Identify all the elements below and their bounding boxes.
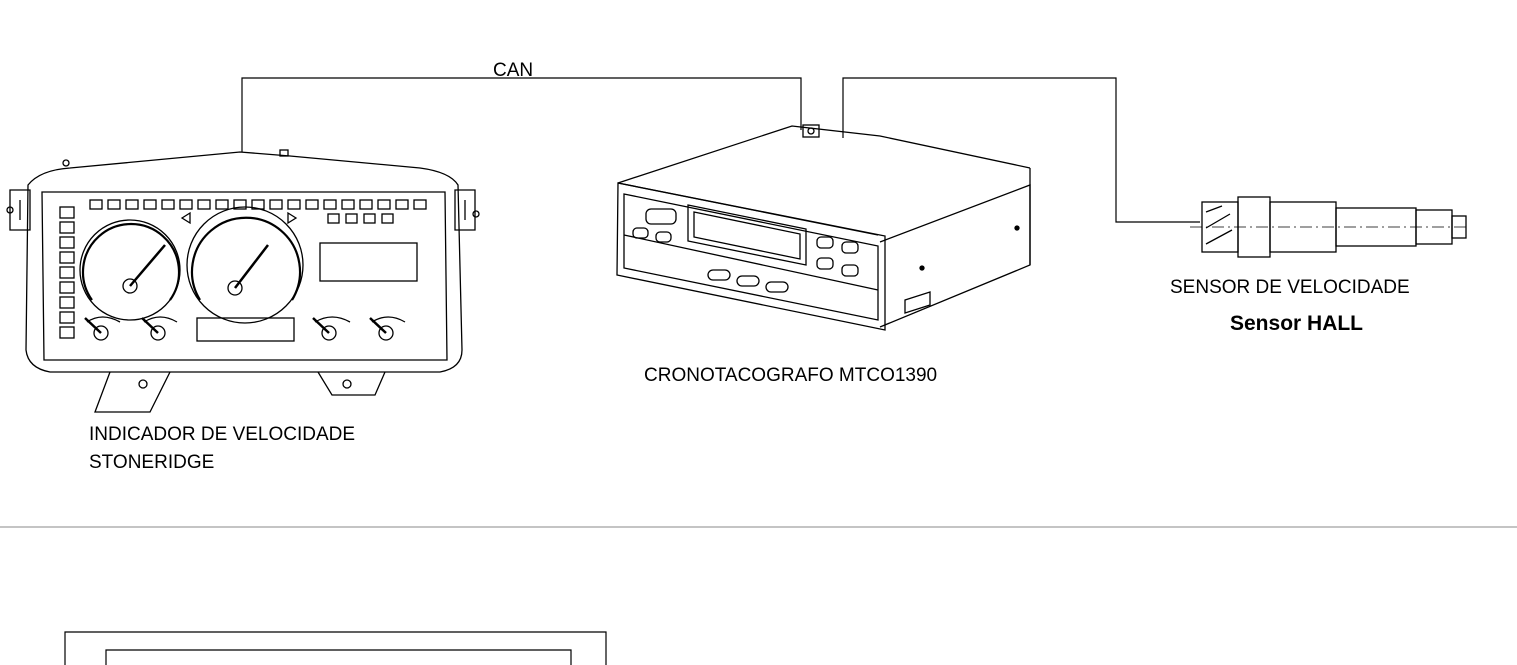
speed-sensor-type-label: Sensor HALL: [1230, 312, 1364, 335]
can-wire-label: CAN: [493, 60, 534, 81]
instrument-cluster-label: INDICADOR DE VELOCIDADE: [89, 424, 356, 445]
tachograph-label: CRONOTACOGRAFO MTCO1390: [644, 365, 938, 386]
speed-sensor-drawing: [1190, 196, 1470, 258]
sensor-wire: [842, 77, 1200, 223]
lower-frame-inner: [105, 649, 572, 665]
instrument-cluster-brand-label: STONERIDGE: [89, 452, 215, 473]
can-wire: [241, 77, 802, 152]
speed-sensor-label: SENSOR DE VELOCIDADE: [1170, 277, 1410, 298]
tachograph-drawing: [616, 124, 1031, 331]
instrument-cluster-drawing: [6, 149, 480, 413]
lower-frame-outer: [64, 631, 607, 665]
